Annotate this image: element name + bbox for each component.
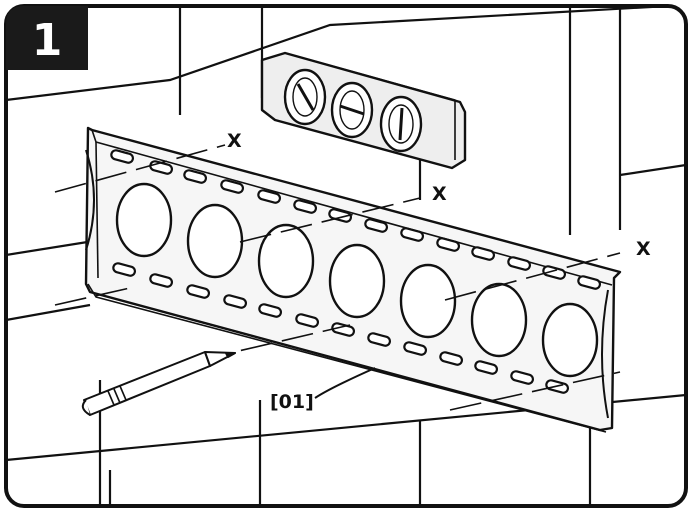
- drill-mark-3: X: [636, 238, 651, 260]
- panel-frame: [4, 4, 688, 508]
- drill-mark-2: X: [432, 183, 447, 205]
- step-badge: 1: [6, 6, 88, 70]
- pencil-icon: [81, 351, 236, 416]
- step-number: 1: [32, 15, 63, 66]
- drill-marks: X X X: [227, 130, 651, 260]
- bracket-cutouts: [115, 182, 599, 378]
- top-slot-row: [110, 149, 602, 290]
- part-label: [01]: [270, 391, 314, 413]
- bottom-slot-row: [112, 262, 570, 394]
- spirit-level-icon: [260, 51, 467, 170]
- drill-mark-1: X: [227, 130, 242, 152]
- part-callout: [01]: [270, 367, 376, 413]
- callout-leader: [314, 367, 376, 399]
